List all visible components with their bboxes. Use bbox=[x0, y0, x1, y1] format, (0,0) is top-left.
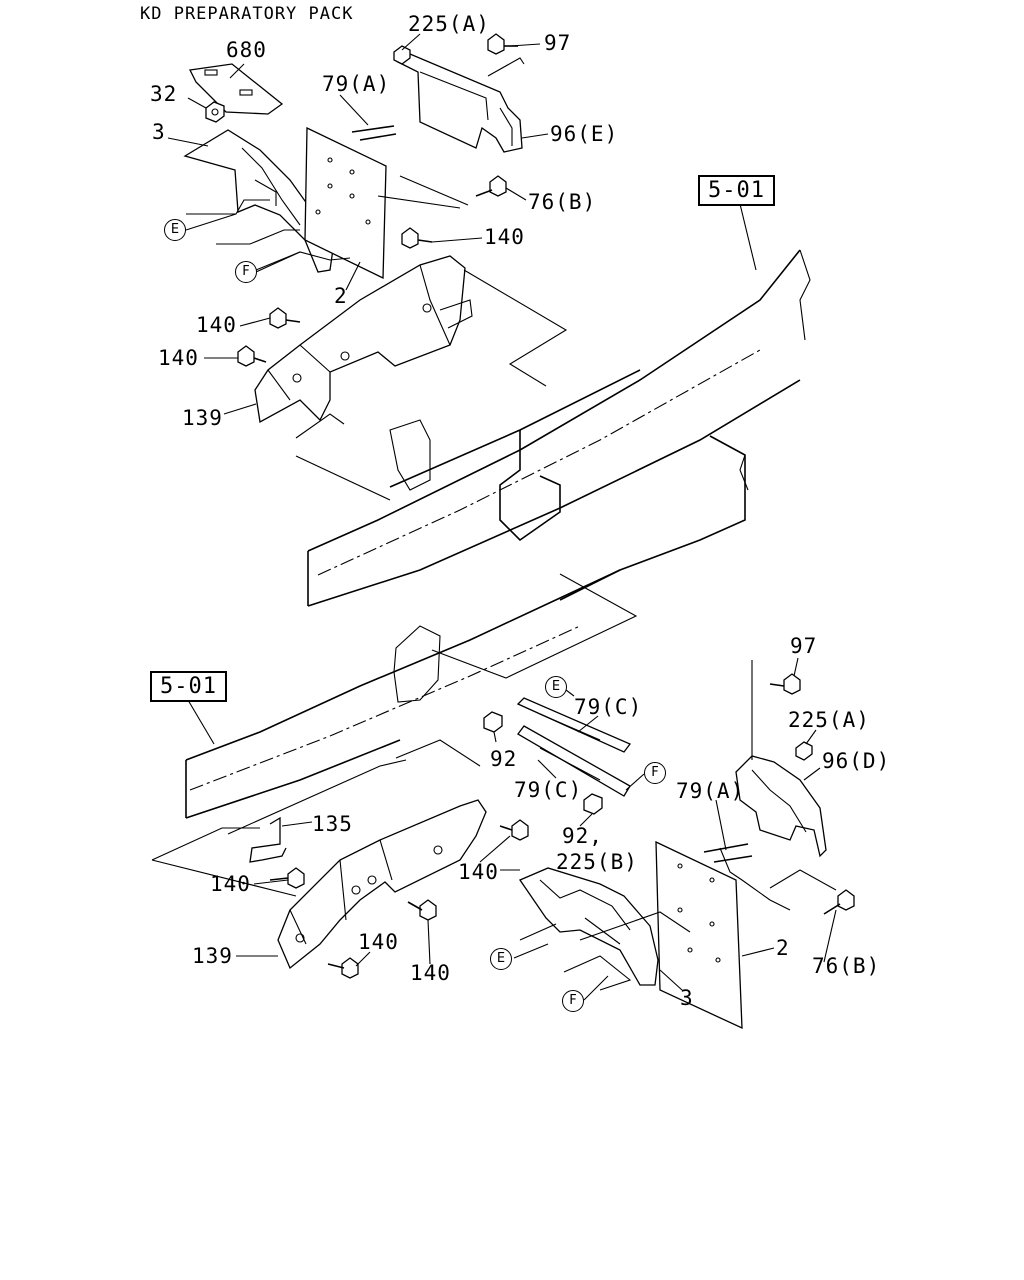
label-140-e: 140 bbox=[458, 860, 499, 884]
part-97-bottom-bolt bbox=[769, 673, 801, 695]
part-97-top-bolt bbox=[487, 33, 518, 55]
label-3-top: 3 bbox=[152, 120, 166, 144]
reference-box-top[interactable]: 5-01 bbox=[698, 175, 775, 207]
label-140-b: 140 bbox=[196, 313, 237, 337]
part-225a-bottom-nut bbox=[795, 741, 813, 761]
label-2-bottom: 2 bbox=[776, 936, 790, 960]
part-32-nut bbox=[205, 101, 225, 123]
page-title: KD PREPARATORY PACK bbox=[140, 4, 354, 24]
label-76b-top: 76(B) bbox=[528, 190, 597, 214]
label-97-bottom: 97 bbox=[790, 634, 818, 658]
part-76b-bottom-bolt bbox=[823, 889, 855, 915]
label-92: 92 bbox=[490, 747, 518, 771]
callout-e-mid: E bbox=[545, 676, 567, 698]
part-2-bottom-plate bbox=[655, 840, 743, 1030]
part-79c-plates bbox=[516, 697, 632, 797]
part-225a-top-nut bbox=[393, 45, 411, 65]
part-96d-bracket bbox=[735, 755, 827, 858]
label-140-g: 140 bbox=[410, 961, 451, 985]
part-79a-bottom-studs bbox=[703, 843, 753, 863]
part-140-bottom-bolts bbox=[269, 819, 529, 979]
label-79a-top: 79(A) bbox=[322, 72, 391, 96]
label-140-d: 140 bbox=[210, 872, 251, 896]
callout-f-mid: F bbox=[644, 762, 666, 784]
label-92-comma: 92, bbox=[562, 824, 603, 848]
label-79a-bottom: 79(A) bbox=[676, 779, 745, 803]
part-3-bottom-flap bbox=[519, 867, 659, 986]
assembly-guides bbox=[151, 57, 837, 991]
label-135: 135 bbox=[312, 812, 353, 836]
callout-f-top: F bbox=[235, 261, 257, 283]
part-76b-top-bolt bbox=[475, 175, 507, 197]
label-2-top: 2 bbox=[334, 284, 348, 308]
callout-e-bottom: E bbox=[490, 948, 512, 970]
part-79a-top-studs bbox=[351, 125, 397, 141]
label-139-bottom: 139 bbox=[192, 944, 233, 968]
label-79c-a: 79(C) bbox=[574, 695, 643, 719]
label-32: 32 bbox=[150, 82, 178, 106]
label-76b-bottom: 76(B) bbox=[812, 954, 881, 978]
reference-box-bottom[interactable]: 5-01 bbox=[150, 671, 227, 703]
part-139-top-bracket bbox=[254, 255, 473, 424]
label-140-f: 140 bbox=[358, 930, 399, 954]
part-140-top-bolts bbox=[237, 227, 433, 367]
part-96e-bracket bbox=[396, 53, 523, 153]
part-139-bottom-bracket bbox=[277, 799, 487, 970]
label-3-bottom: 3 bbox=[680, 986, 694, 1010]
label-225a-top: 225(A) bbox=[408, 12, 490, 36]
label-97-top: 97 bbox=[544, 31, 572, 55]
label-79c-b: 79(C) bbox=[514, 778, 583, 802]
label-680: 680 bbox=[226, 38, 267, 62]
part-3-top-flap bbox=[183, 129, 336, 273]
part-135-clip bbox=[249, 816, 287, 863]
label-140-c: 140 bbox=[158, 346, 199, 370]
part-92-nuts bbox=[483, 711, 603, 815]
label-140-a: 140 bbox=[484, 225, 525, 249]
callout-e-top: E bbox=[164, 219, 186, 241]
label-96e: 96(E) bbox=[550, 122, 619, 146]
label-96d: 96(D) bbox=[822, 749, 891, 773]
label-139-top: 139 bbox=[182, 406, 223, 430]
frame-rail-bottom bbox=[185, 569, 621, 819]
callout-f-bottom: F bbox=[562, 990, 584, 1012]
part-680-plate bbox=[189, 63, 284, 115]
label-225a-bottom: 225(A) bbox=[788, 708, 870, 732]
part-2-top-plate bbox=[304, 126, 387, 280]
label-225b: 225(B) bbox=[556, 850, 638, 874]
